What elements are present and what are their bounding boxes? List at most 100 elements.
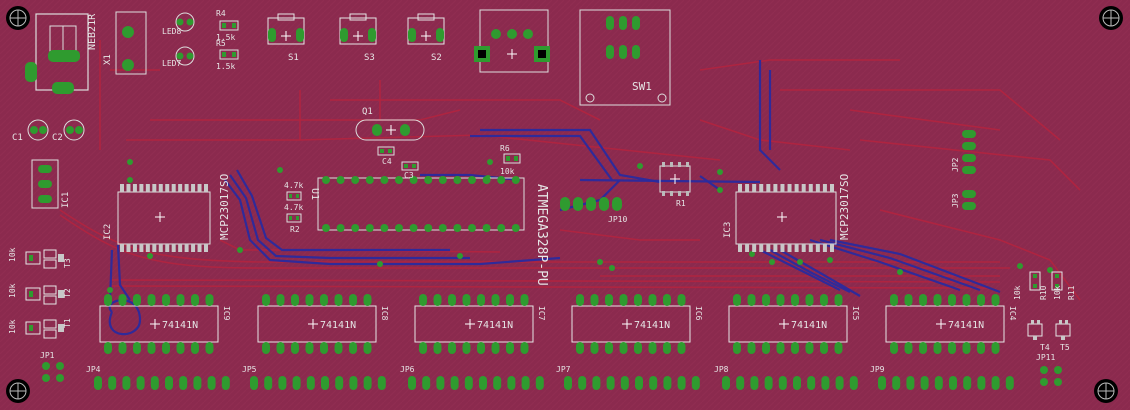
io-expander-ic2 [117, 184, 211, 252]
trace-bottom-11 [819, 238, 981, 292]
crystal-q1 [355, 119, 425, 141]
sw1-label: SW1 [632, 80, 652, 93]
power-connector-top[interactable] [474, 9, 550, 73]
mounting-hole-tl [6, 6, 30, 30]
via-12 [769, 259, 775, 265]
chip-74141n-2 [257, 294, 377, 354]
trace-top-0 [59, 209, 1000, 263]
header-jp3[interactable] [962, 190, 976, 210]
jp2-label: JP2 [951, 157, 960, 172]
trace-bottom-18 [579, 178, 761, 184]
rotary-switch-sw1[interactable] [579, 9, 671, 106]
power-jack-neb21r[interactable] [25, 13, 89, 94]
header-jp4[interactable] [94, 376, 230, 390]
via-0 [127, 159, 133, 165]
r5-label: R5 [216, 39, 226, 48]
chip-74141n-1 [99, 294, 219, 354]
chip-74141n-4 [571, 294, 691, 354]
capacitor-c1 [27, 119, 49, 141]
via-20 [107, 287, 113, 293]
resistor-r6 [503, 153, 521, 164]
trace-top-16 [879, 209, 1081, 301]
r4-label: R4 [216, 9, 226, 18]
r5-value: 1.5k [216, 62, 235, 71]
r3-value: 4.7k [284, 181, 303, 190]
t3-label: T3 [63, 258, 72, 268]
trace-bottom-17 [108, 299, 142, 336]
jp5-label: JP5 [242, 365, 257, 374]
chip-ic-label-6: IC4 [1008, 306, 1017, 321]
chip-part-label-4: 74141N [634, 320, 670, 331]
resistor-right-1 [1029, 271, 1041, 291]
header-jp9[interactable] [878, 376, 1014, 390]
jp1-label: JP1 [40, 351, 55, 360]
via-17 [457, 253, 463, 259]
jp6-label: JP6 [400, 365, 415, 374]
r2-value: 4.7k [284, 203, 303, 212]
resistor-r5 [219, 49, 239, 60]
t4-label: T4 [1040, 343, 1050, 352]
via-3 [487, 159, 493, 165]
switch-s3 [339, 13, 377, 45]
trace-top-4 [150, 109, 461, 121]
q1-label: Q1 [362, 107, 373, 117]
u1-part: ATMEGA328P-PU [534, 184, 549, 286]
trace-top-10 [780, 89, 1061, 141]
ic2-label: IC2 [103, 224, 113, 240]
header-jp2[interactable] [962, 130, 976, 174]
s2-label: S2 [431, 53, 442, 63]
header-jp6[interactable] [408, 376, 544, 390]
via-19 [147, 253, 153, 259]
led7-label: LED7 [162, 59, 181, 68]
via-18 [377, 261, 383, 267]
right-transistors [1027, 271, 1071, 340]
mounting-hole-br [1094, 379, 1118, 403]
r10-label: R10 [1039, 285, 1048, 300]
header-jp11[interactable] [1040, 366, 1062, 386]
trace-top-12 [859, 139, 1081, 191]
via-7 [717, 187, 723, 193]
header-jp10[interactable] [560, 197, 622, 211]
r10-value: 10k [1013, 285, 1022, 300]
chip-74141n-6 [885, 294, 1005, 354]
r4-value: 1.5k [216, 33, 235, 42]
c3-label: C3 [404, 171, 414, 180]
io-expander-ic3 [735, 184, 837, 252]
jp8-label: JP8 [714, 365, 729, 374]
transistor-left-1 [25, 249, 64, 269]
nixie-driver-chips [99, 294, 1005, 354]
connector-x1[interactable] [115, 11, 147, 75]
rleft-value-3: 10k [8, 319, 17, 334]
via-2 [277, 167, 283, 173]
chip-part-label-6: 74141N [948, 320, 984, 331]
chip-part-label-1: 74141N [162, 320, 198, 331]
switch-s1 [267, 13, 305, 45]
trace-bottom-9 [779, 249, 861, 297]
chip-74141n-3 [414, 294, 534, 354]
led8 [175, 12, 195, 32]
jp11-label: JP11 [1036, 353, 1055, 362]
rleft-value-2: 10k [8, 283, 17, 298]
chip-ic-label-1: IC9 [222, 306, 231, 321]
r2-label: R2 [290, 225, 300, 234]
r1-label: R1 [676, 199, 686, 208]
header-jp7[interactable] [564, 376, 700, 390]
header-jp1[interactable] [42, 362, 64, 382]
r11-value: 10k [1053, 285, 1062, 300]
capacitor-c4 [377, 146, 395, 156]
c1-label: C1 [12, 133, 23, 143]
via-21 [237, 247, 243, 253]
regulator-ic1 [31, 159, 59, 209]
capacitor-c3 [401, 161, 419, 171]
header-jp8[interactable] [722, 376, 858, 390]
header-jp5[interactable] [250, 376, 386, 390]
jp7-label: JP7 [556, 365, 571, 374]
transistor-right-2 [1055, 320, 1071, 340]
trace-bottom-4 [236, 169, 450, 252]
via-10 [827, 257, 833, 263]
x1-label: X1 [103, 54, 113, 65]
jp4-label: JP4 [86, 365, 101, 374]
via-6 [717, 169, 723, 175]
resistor-r2 [286, 213, 302, 223]
